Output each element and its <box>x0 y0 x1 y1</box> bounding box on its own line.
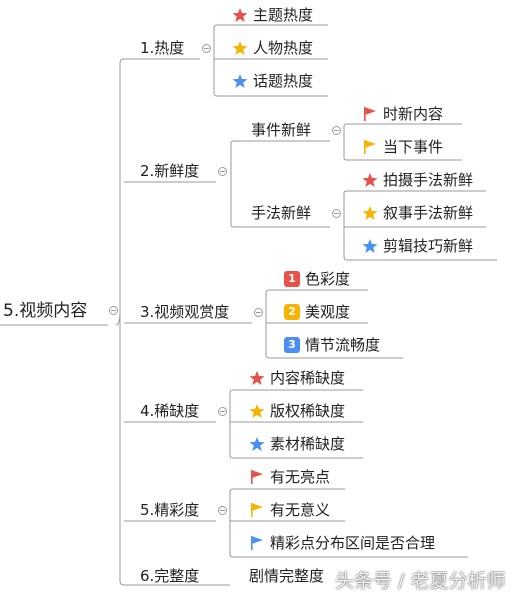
star-blue-icon <box>362 238 378 254</box>
leaf-color[interactable]: 色彩度 <box>305 270 351 288</box>
branch-5-connectors <box>229 488 468 558</box>
branch-watchability[interactable]: 3.视频观赏度 <box>140 303 230 321</box>
flag-yellow-icon <box>362 139 378 155</box>
flag-yellow-icon <box>249 502 265 518</box>
branch-excitement[interactable]: 5.精彩度 <box>140 501 200 519</box>
subbranch-technique-connectors <box>343 190 497 261</box>
flag-red-icon <box>249 469 265 485</box>
leaf-subject-heat[interactable]: 话题热度 <box>253 72 314 90</box>
leaf-highlights[interactable]: 有无亮点 <box>270 468 331 486</box>
subbranch-technique-freshness[interactable]: 手法新鲜 <box>251 204 312 222</box>
leaf-editing-skill[interactable]: 剪辑技巧新鲜 <box>383 237 474 255</box>
priority-1-icon: 1 <box>284 271 300 287</box>
leaf-aesthetics[interactable]: 美观度 <box>305 303 351 321</box>
branch-completeness[interactable]: 6.完整度 <box>140 567 200 585</box>
star-red-icon <box>249 370 265 386</box>
branch-1-connectors <box>213 24 328 97</box>
leaf-copyright-scarcity[interactable]: 版权稀缺度 <box>270 402 346 420</box>
branch-scarcity-collapse-toggle[interactable] <box>218 407 227 416</box>
leaf-meaning[interactable]: 有无意义 <box>270 501 331 519</box>
subbranch-technique-freshness-collapse-toggle[interactable] <box>332 209 341 218</box>
subbranch-event-connectors <box>343 123 462 161</box>
flag-blue-icon <box>249 535 265 551</box>
watermark: 头条号 / 老夏分析师 <box>335 570 506 592</box>
leaf-person-heat[interactable]: 人物热度 <box>253 39 314 57</box>
priority-3-icon: 3 <box>284 337 300 353</box>
branch-scarcity[interactable]: 4.稀缺度 <box>140 402 200 420</box>
leaf-material-scarcity[interactable]: 素材稀缺度 <box>270 435 346 453</box>
branch-watchability-collapse-toggle[interactable] <box>254 308 263 317</box>
leaf-current-events[interactable]: 当下事件 <box>383 138 444 156</box>
root-collapse-toggle[interactable] <box>109 306 118 315</box>
branch-freshness[interactable]: 2.新鲜度 <box>140 162 200 180</box>
branch-freshness-collapse-toggle[interactable] <box>218 167 227 176</box>
branch-2-connectors <box>230 140 330 228</box>
leaf-topic-heat[interactable]: 主题热度 <box>253 6 314 24</box>
branch-heat[interactable]: 1.热度 <box>140 39 185 57</box>
branch-4-connectors <box>229 389 363 459</box>
leaf-timely-content[interactable]: 时新内容 <box>383 105 444 123</box>
star-blue-icon <box>249 436 265 452</box>
leaf-plot-completeness[interactable]: 剧情完整度 <box>249 567 325 585</box>
star-red-icon <box>232 7 248 23</box>
star-yellow-icon <box>362 205 378 221</box>
subbranch-event-freshness-collapse-toggle[interactable] <box>332 126 341 135</box>
star-red-icon <box>362 172 378 188</box>
star-blue-icon <box>232 73 248 89</box>
branch-3-connectors <box>265 289 403 359</box>
subbranch-event-freshness[interactable]: 事件新鲜 <box>251 121 312 139</box>
branch-excitement-collapse-toggle[interactable] <box>218 506 227 515</box>
leaf-highlight-distribution[interactable]: 精彩点分布区间是否合理 <box>270 534 436 552</box>
star-yellow-icon <box>232 40 248 56</box>
root-topic[interactable]: 5.视频内容 <box>3 301 88 321</box>
root-trunk <box>115 58 125 586</box>
priority-2-icon: 2 <box>284 304 300 320</box>
flag-red-icon <box>362 106 378 122</box>
star-yellow-icon <box>249 403 265 419</box>
leaf-content-scarcity[interactable]: 内容稀缺度 <box>270 369 346 387</box>
leaf-narrative-technique[interactable]: 叙事手法新鲜 <box>383 204 474 222</box>
leaf-shooting-technique[interactable]: 拍摄手法新鲜 <box>383 171 474 189</box>
leaf-plot-fluency[interactable]: 情节流畅度 <box>305 336 381 354</box>
branch-heat-collapse-toggle[interactable] <box>202 44 211 53</box>
